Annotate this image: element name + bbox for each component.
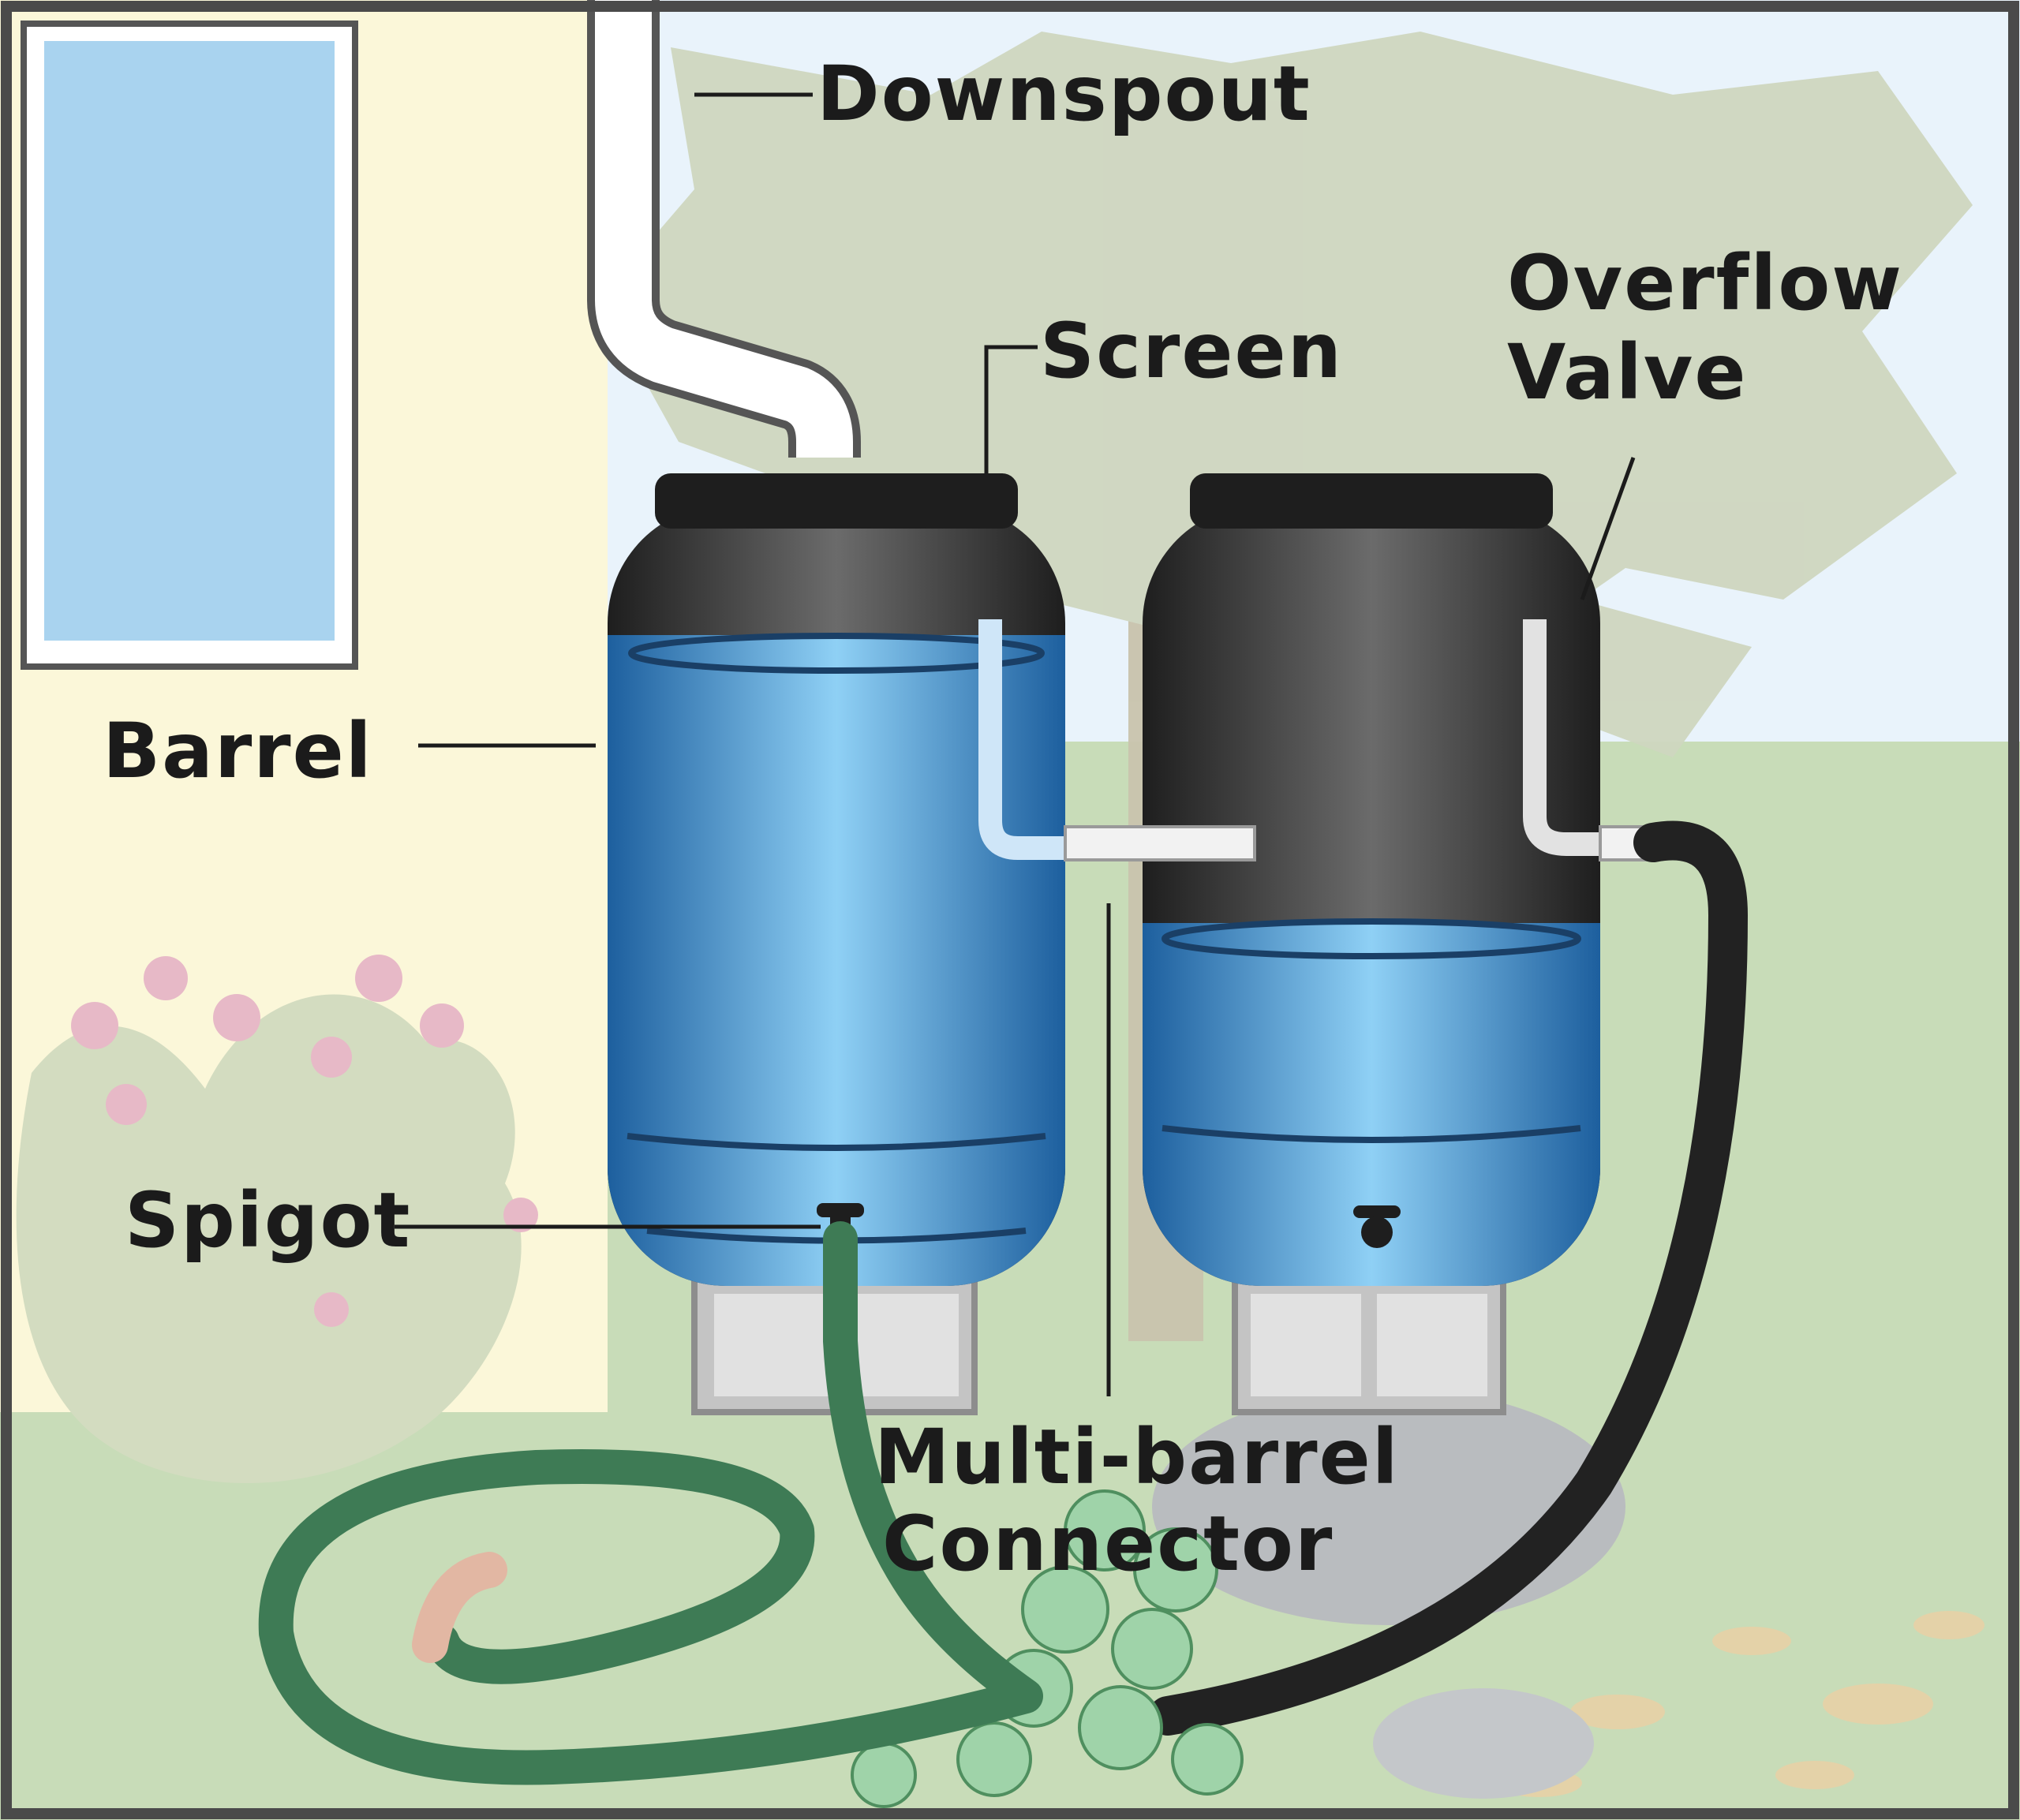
barrel-right bbox=[1143, 473, 1606, 1286]
overflow-valve-label-line1: Overflow bbox=[1507, 239, 1903, 327]
hose-nozzle bbox=[412, 1552, 507, 1663]
connector-label-line2: Connector bbox=[882, 1500, 1334, 1588]
barrel-label: Barrel bbox=[103, 707, 373, 795]
barrel-left bbox=[608, 473, 1065, 1286]
multi-barrel-connector-pipe bbox=[1064, 825, 1256, 861]
window-glass bbox=[44, 41, 335, 641]
rock bbox=[1373, 1688, 1594, 1799]
overflow-valve-label-line2: Valve bbox=[1507, 328, 1747, 417]
screen-leader bbox=[984, 345, 1038, 473]
screen-label: Screen bbox=[1040, 307, 1343, 395]
spigot-label: Spigot bbox=[125, 1176, 411, 1265]
spigot-right bbox=[1353, 1205, 1401, 1248]
pebbles bbox=[1495, 1611, 1984, 1797]
downspout-label: Downspout bbox=[817, 50, 1311, 138]
flowering-shrub bbox=[16, 955, 538, 1483]
overflow-hose bbox=[1148, 820, 1749, 1736]
connector-label-line1: Multi-barrel bbox=[874, 1413, 1400, 1501]
overflow-valve-leader bbox=[1580, 457, 1636, 600]
garden-hose bbox=[258, 1221, 1043, 1785]
